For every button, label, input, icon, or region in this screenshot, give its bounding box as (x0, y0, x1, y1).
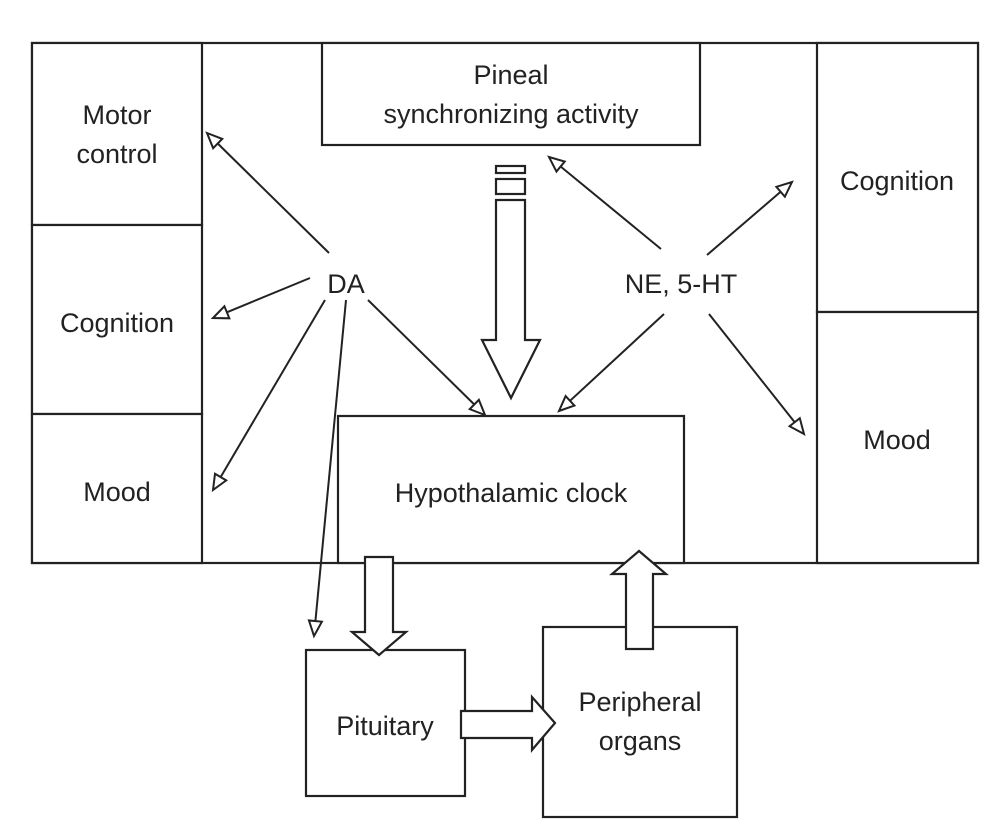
peripheral-organs-label-line2: organs (599, 726, 682, 756)
da-to-hypothalamus-arrow-head (467, 398, 487, 417)
pineal-box (320, 41, 702, 147)
peripheral-organs-node: Peripheral organs (541, 625, 739, 819)
da-to-motor-control-arrow-shaft (216, 142, 330, 254)
ne-to-cognition-right-arrow-shaft (706, 191, 782, 256)
ne-to-pineal-arrow-shaft (559, 165, 662, 250)
pineal-to-hypothalamus-block-arrow (480, 198, 542, 401)
peripheral-to-hypothalamus-block-arrow (609, 549, 669, 651)
peripheral-organs-label-line1: Peripheral (578, 687, 701, 717)
pineal-arrow-tail-segment-1 (494, 164, 527, 175)
da-to-cognition-left-arrow (210, 277, 311, 320)
da-to-motor-control-arrow (205, 131, 330, 254)
peripheral-organs-box (541, 625, 739, 819)
motor-control-label-line1: Motor (82, 100, 151, 130)
pituitary-label: Pituitary (336, 711, 434, 741)
mood-left-box (30, 412, 204, 565)
ne-to-pineal-arrow (547, 155, 662, 250)
da-to-hypothalamus-arrow (367, 299, 487, 417)
da-to-hypothalamus-arrow-shaft (367, 299, 476, 406)
pineal-label-line1: Pineal (473, 60, 548, 90)
da-to-mood-left-arrow (211, 299, 326, 493)
thin-arrows (205, 131, 806, 639)
motor-control-label-line2: control (76, 139, 157, 169)
da-to-pituitary-arrow-shaft (314, 299, 347, 622)
ne-to-mood-right-arrow-shaft (708, 313, 796, 423)
ne-to-hypothalamus-arrow-shaft (569, 313, 665, 402)
ne-to-hypothalamus-arrow-head (557, 394, 577, 413)
mood-right-box (815, 310, 980, 565)
mood-left-label: Mood (83, 477, 151, 507)
cognition-left-label: Cognition (60, 308, 174, 338)
hypothalamic-clock-node: Hypothalamic clock (336, 414, 686, 565)
ne-5ht-label: NE, 5-HT (625, 269, 738, 299)
ne-to-pineal-arrow-head (547, 155, 567, 174)
block-arrows (349, 164, 669, 753)
da-to-motor-control-arrow-head (205, 131, 225, 150)
hypothalamic-clock-box (336, 414, 686, 565)
hypothalamus-to-pituitary-block-arrow (349, 555, 409, 657)
hypothalamic-clock-label: Hypothalamic clock (395, 478, 628, 508)
pineal-arrow-tail-segment-2 (494, 177, 527, 196)
motor-control-box (30, 41, 204, 227)
da-to-cognition-left-arrow-shaft (226, 277, 311, 314)
ne-to-mood-right-arrow-head (787, 416, 806, 436)
da-to-mood-left-arrow-head (211, 472, 229, 493)
da-to-cognition-left-arrow-head (210, 304, 231, 320)
left-column: Motor control Cognition Mood (30, 41, 204, 565)
ne-to-cognition-right-arrow-head (774, 180, 794, 199)
cognition-left-box (30, 223, 204, 416)
ne-to-hypothalamus-arrow (557, 313, 665, 413)
cognition-right-label: Cognition (840, 166, 954, 196)
pituitary-box (304, 648, 467, 798)
right-column: Cognition Mood (815, 41, 980, 565)
ne-to-cognition-right-arrow (706, 180, 794, 256)
pituitary-node: Pituitary (304, 648, 467, 798)
mood-right-label: Mood (863, 425, 931, 455)
da-to-pituitary-arrow-head (307, 619, 324, 639)
da-to-mood-left-arrow-shaft (219, 299, 326, 478)
ne-to-mood-right-arrow (708, 313, 806, 436)
pineal-label-line2: synchronizing activity (383, 99, 639, 129)
pineal-node: Pineal synchronizing activity (320, 41, 702, 147)
cognition-right-box (815, 41, 980, 314)
da-label: DA (327, 269, 365, 299)
da-to-pituitary-arrow (307, 299, 347, 639)
pituitary-to-peripheral-block-arrow (459, 694, 557, 753)
